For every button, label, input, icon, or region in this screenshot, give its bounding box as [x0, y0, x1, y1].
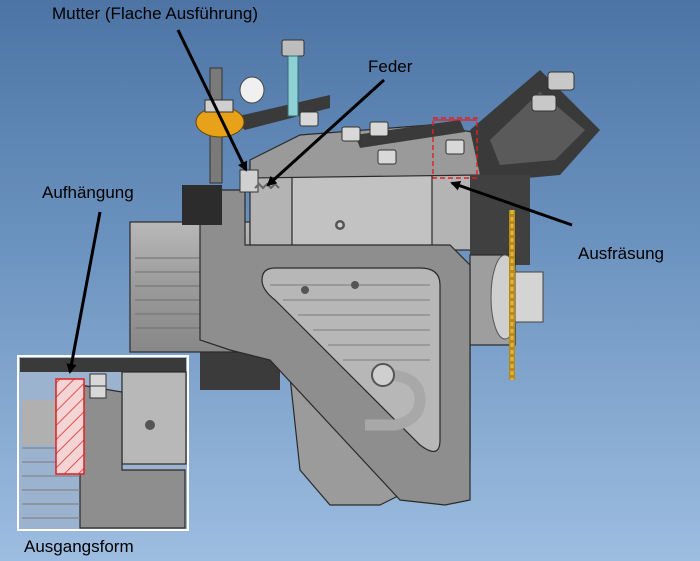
right-nut-1: [547, 71, 575, 91]
vertical-bolt-head: [281, 39, 305, 57]
right-side-block: [470, 175, 530, 265]
pipe-fitting: [371, 363, 395, 387]
label-nut: Mutter (Flache Ausführung): [52, 4, 258, 23]
lever-arm-2: [355, 120, 465, 148]
inset-nut-1: [89, 373, 107, 387]
right-bracket-inner: [490, 92, 585, 165]
lever-arm: [230, 95, 330, 130]
frame-bolt-1: [301, 286, 309, 294]
label-initial-form: Ausgangsform: [24, 537, 134, 556]
inset-screw: [145, 420, 155, 430]
arrow-nut: [176, 29, 248, 172]
top-block-face: [291, 174, 433, 248]
arrow-spring: [266, 78, 386, 187]
milling-highlight: [432, 117, 478, 179]
callout-arrows: [66, 29, 573, 374]
inset-block: [121, 371, 187, 465]
inset-suspension-hatch: [55, 378, 85, 475]
inset-initial-form: [17, 355, 189, 531]
flat-nut: [239, 169, 259, 193]
frame-bolt-2: [351, 281, 359, 289]
right-nut-2: [531, 94, 557, 112]
inset-nut-2: [89, 385, 107, 399]
inset-ribs: [22, 447, 80, 519]
label-milling: Ausfräsung: [578, 244, 664, 263]
inset-dark-top: [20, 358, 186, 372]
frame-cutout-ribs: [270, 284, 430, 361]
left-black-bracket: [182, 185, 222, 225]
arrow-milling: [450, 180, 573, 227]
top-block-screw-center: [337, 222, 343, 228]
label-suspension: Aufhängung: [42, 183, 134, 202]
washer: [239, 76, 265, 104]
inset-cylinder: [22, 400, 56, 445]
top-bolts: [299, 111, 465, 165]
shaft-nut: [514, 271, 544, 323]
inset-frame-part: [79, 384, 186, 529]
label-spring: Feder: [368, 57, 413, 76]
curved-pipe: [365, 369, 426, 431]
vertical-bolt-stem: [287, 55, 299, 117]
main-assembly: [129, 39, 600, 506]
arrow-suspension: [66, 211, 102, 374]
rod-end-nut: [204, 99, 234, 113]
